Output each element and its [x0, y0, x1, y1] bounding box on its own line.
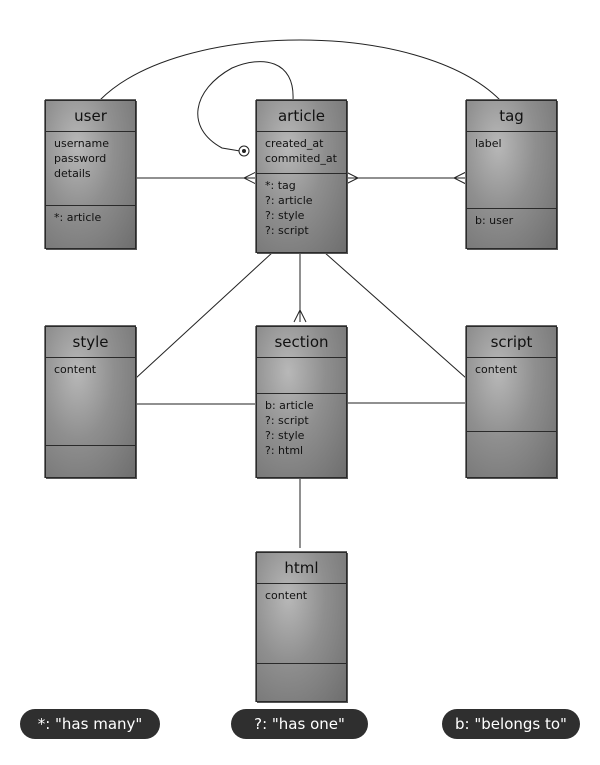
entity-title: script: [467, 327, 556, 358]
entity-html[interactable]: html content: [256, 552, 347, 702]
entity-section[interactable]: section b: article ?: script ?: style ?:…: [256, 326, 347, 478]
legend-has-many: *: "has many": [20, 709, 160, 739]
article-self-loop: [197, 61, 294, 152]
attributes-section: content: [467, 358, 556, 432]
entity-title: tag: [467, 101, 556, 132]
attributes-section: created_at commited_at: [257, 132, 346, 174]
attributes-section: username password details: [46, 132, 135, 206]
relation: ?: style: [265, 209, 305, 222]
attribute: password: [54, 152, 107, 165]
relation: ?: script: [265, 414, 309, 427]
relation: ?: style: [265, 429, 305, 442]
attributes-section: content: [257, 584, 346, 664]
user-tag-connector: [99, 39, 501, 101]
article-script-connector: [323, 251, 467, 379]
attributes-section: content: [46, 358, 135, 446]
entity-style[interactable]: style content: [45, 326, 136, 478]
relations-section: *: tag ?: article ?: style ?: script: [257, 174, 346, 242]
relations-section: [257, 664, 346, 672]
relation: ?: script: [265, 224, 309, 237]
relations-section: [46, 446, 135, 454]
legend-has-one: ?: "has one": [231, 709, 368, 739]
entity-user[interactable]: user username password details *: articl…: [45, 100, 136, 249]
attribute: username: [54, 137, 109, 150]
attribute: details: [54, 167, 91, 180]
entity-title: section: [257, 327, 346, 358]
attribute: commited_at: [265, 152, 337, 165]
relation: *: article: [54, 211, 102, 224]
relation: ?: article: [265, 194, 313, 207]
entity-title: user: [46, 101, 135, 132]
relation: b: article: [265, 399, 314, 412]
attribute: content: [475, 363, 518, 376]
attribute: label: [475, 137, 502, 150]
attributes-section: label: [467, 132, 556, 209]
attribute: created_at: [265, 137, 324, 150]
attribute: content: [54, 363, 97, 376]
relation: ?: html: [265, 444, 304, 457]
relations-section: *: article: [46, 206, 135, 229]
article-style-connector: [135, 251, 274, 379]
entity-article[interactable]: article created_at commited_at *: tag ?:…: [256, 100, 347, 253]
entity-title: article: [257, 101, 346, 132]
entity-title: html: [257, 553, 346, 584]
relations-section: [467, 432, 556, 440]
legend-belongs-to: b: "belongs to": [442, 709, 580, 739]
attributes-section: [257, 358, 346, 394]
attribute: content: [265, 589, 308, 602]
entity-tag[interactable]: tag label b: user: [466, 100, 557, 249]
entity-script[interactable]: script content: [466, 326, 557, 478]
relations-section: b: user: [467, 209, 556, 232]
entity-title: style: [46, 327, 135, 358]
relation: b: user: [475, 214, 514, 227]
relation: *: tag: [265, 179, 296, 192]
relations-section: b: article ?: script ?: style ?: html: [257, 394, 346, 462]
